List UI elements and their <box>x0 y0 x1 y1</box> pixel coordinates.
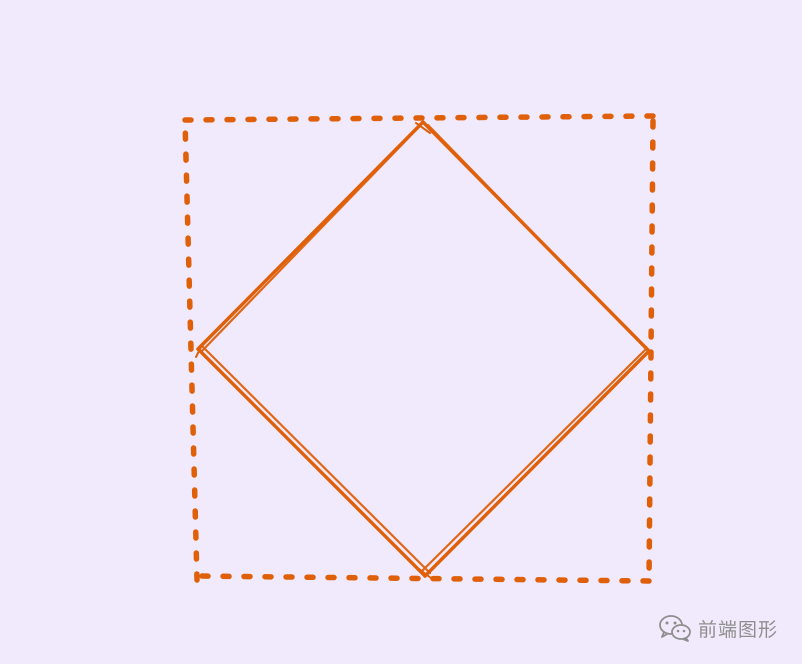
square-top-edge <box>182 113 656 123</box>
diamond-edge-top-left <box>196 120 425 351</box>
square-left-edge <box>182 117 200 583</box>
dashed-square <box>182 113 656 584</box>
square-bottom-edge <box>194 573 652 584</box>
watermark-text: 前端图形 <box>697 618 778 641</box>
square-right-edge <box>646 118 656 584</box>
watermark: 前端图形 <box>658 614 778 642</box>
diamond-edge-bottom-left <box>196 347 427 578</box>
diamond-edge-bottom-right <box>423 349 651 578</box>
diamond-shape <box>195 120 654 579</box>
wechat-icon <box>658 614 692 642</box>
